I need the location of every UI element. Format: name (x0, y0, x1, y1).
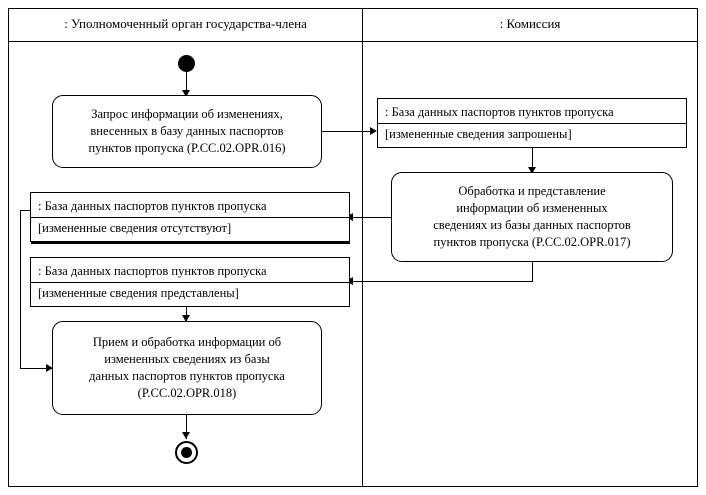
arrowhead-left-rail-to-receive (46, 364, 53, 372)
state-changes-absent[interactable]: : База данных паспортов пунктов пропуска… (30, 192, 350, 244)
action-request-line-1: Запрос информации об изменениях, (91, 107, 283, 121)
initial-node (178, 55, 195, 72)
edge-processing-to-state-presented (352, 281, 533, 282)
state-changes-absent-name: : База данных паспортов пунктов пропуска (38, 198, 267, 213)
arrowhead-state-requested-to-processing (528, 167, 536, 174)
swimlane-title-left: : Уполномоченный орган государства-члена (64, 16, 307, 31)
diagram-frame (8, 8, 698, 487)
action-request-line-3: пунктов пропуска (P.CC.02.OPR.016) (88, 141, 286, 155)
arrowhead-request-to-state-requested (370, 127, 377, 135)
action-request-information[interactable]: Запрос информации об изменениях, внесенн… (52, 95, 322, 168)
action-process-line-3: сведениях из базы данных паспортов (433, 218, 631, 232)
action-process-line-2: информации об измененных (456, 201, 608, 215)
edge-left-rail-from-state-absent (20, 210, 30, 211)
final-node (175, 441, 198, 464)
edge-processing-down (532, 262, 533, 282)
action-process-line-4: пунктов пропуска (P.CC.02.OPR.017) (433, 235, 631, 249)
state-changes-requested-name: : База данных паспортов пунктов пропуска (385, 104, 614, 119)
action-receive-and-process[interactable]: Прием и обработка информации об измененн… (52, 321, 322, 415)
action-request-line-2: внесенных в базу данных паспортов (90, 124, 284, 138)
edge-receive-to-end (186, 415, 187, 439)
lane-header-divider (8, 41, 698, 42)
state-changes-presented-name: : База данных паспортов пунктов пропуска (38, 263, 267, 278)
edge-request-to-state-requested (322, 131, 372, 132)
edge-left-rail-to-receive (20, 368, 52, 369)
edge-state-requested-to-processing (532, 148, 533, 170)
arrowhead-start-to-request (182, 90, 190, 97)
swimlane-title-right: : Комиссия (499, 16, 561, 31)
action-process-and-present[interactable]: Обработка и представление информации об … (391, 172, 673, 262)
action-process-line-1: Обработка и представление (458, 184, 606, 198)
swimlane-divider (362, 8, 363, 487)
state-changes-requested-condition: [измененные сведения запрошены] (378, 122, 686, 143)
action-receive-line-4: (P.CC.02.OPR.018) (137, 386, 237, 400)
edge-state-presented-to-receive (186, 307, 187, 322)
edge-left-rail-vertical (20, 210, 21, 368)
edge-processing-to-state-absent (352, 217, 391, 218)
state-changes-presented[interactable]: : База данных паспортов пунктов пропуска… (30, 257, 350, 307)
state-changes-absent-condition: [измененные сведения отсутствуют] (31, 216, 349, 237)
action-receive-line-1: Прием и обработка информации об (92, 335, 282, 349)
arrowhead-receive-to-end (182, 432, 190, 439)
edge-start-to-request (186, 72, 187, 92)
arrowhead-state-presented-to-receive (182, 315, 190, 322)
state-changes-requested[interactable]: : База данных паспортов пунктов пропуска… (377, 98, 687, 148)
action-receive-line-2: измененных сведениях из базы (104, 352, 270, 366)
action-receive-line-3: данных паспортов пунктов пропуска (89, 369, 285, 383)
state-changes-presented-condition: [измененные сведения представлены] (31, 281, 349, 302)
